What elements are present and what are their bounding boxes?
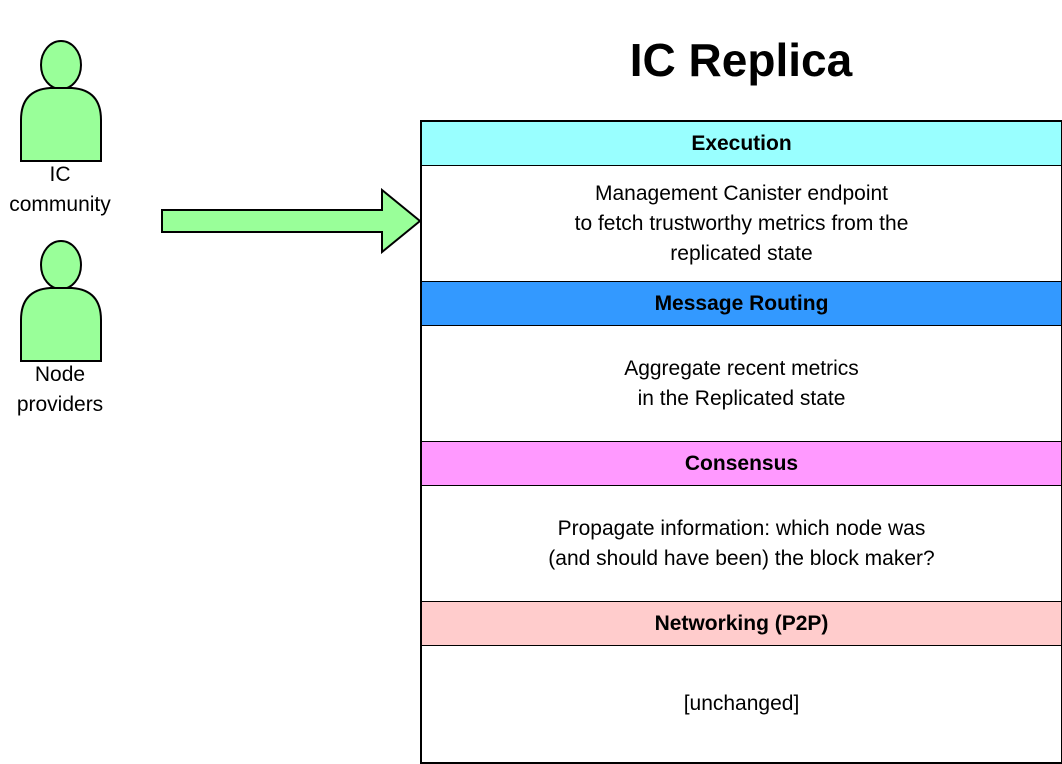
layer-header: Networking (P2P) xyxy=(422,602,1061,646)
layer-execution: Execution Management Canister endpoint t… xyxy=(422,122,1061,282)
layer-header: Consensus xyxy=(422,442,1061,486)
replica-layer-stack: Execution Management Canister endpoint t… xyxy=(420,120,1062,764)
right-arrow-icon xyxy=(161,188,422,254)
layer-description: Aggregate recent metrics in the Replicat… xyxy=(422,326,1061,442)
diagram-title: IC Replica xyxy=(629,34,853,86)
layer-networking: Networking (P2P) [unchanged] xyxy=(422,602,1061,762)
layer-message-routing: Message Routing Aggregate recent metrics… xyxy=(422,282,1061,442)
actor-ic-community: IC community xyxy=(0,40,120,220)
layer-header: Message Routing xyxy=(422,282,1061,326)
actor-label: IC community xyxy=(9,163,111,216)
layer-consensus: Consensus Propagate information: which n… xyxy=(422,442,1061,602)
person-icon xyxy=(20,40,102,162)
layer-description: Propagate information: which node was (a… xyxy=(422,486,1061,602)
actor-node-providers: Node providers xyxy=(0,240,120,420)
layer-header: Execution xyxy=(422,122,1061,166)
actor-label: Node providers xyxy=(16,363,104,416)
layer-description: Management Canister endpoint to fetch tr… xyxy=(422,166,1061,282)
person-icon xyxy=(20,240,102,362)
layer-description: [unchanged] xyxy=(683,692,800,715)
